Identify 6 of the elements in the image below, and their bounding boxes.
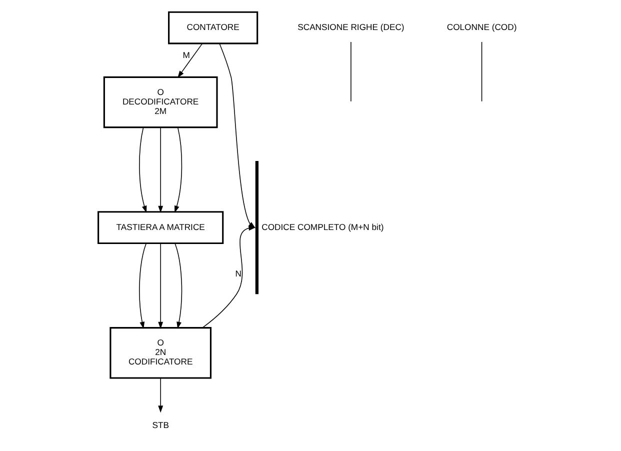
edge-label: N (234, 268, 241, 278)
node-text: COLONNE (COD) (446, 21, 516, 32)
node-text: SCANSIONE RIGHE (DEC) (297, 21, 404, 32)
edge-label: M (182, 49, 190, 60)
node-label: CODICE COMPLETO (M+N bit) (261, 221, 384, 232)
node-text: STB (152, 419, 168, 430)
